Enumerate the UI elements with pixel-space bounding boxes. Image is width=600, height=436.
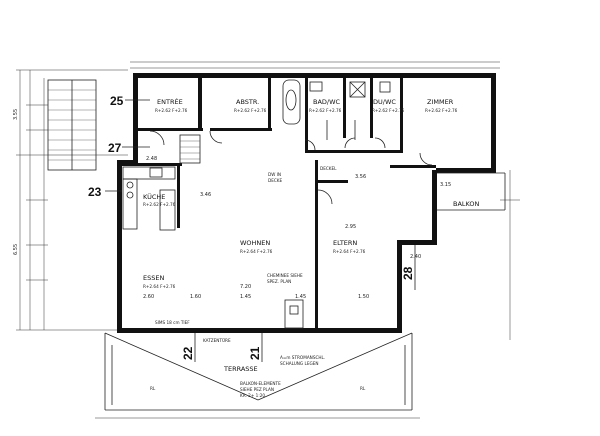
dim-346: 3.46 — [200, 192, 211, 198]
room-eltern-dims: R+2.64 F+2.76 — [333, 249, 366, 254]
note-rl-left: RL — [150, 386, 156, 391]
kitchen-counters — [122, 166, 176, 231]
room-entree-dims: R+2.62 F+2.76 — [155, 108, 188, 113]
dim-295: 2.95 — [345, 224, 356, 230]
room-wohnen-dims: R+2.64 F+2.76 — [240, 249, 273, 254]
dim-145a: 1.45 — [240, 294, 251, 300]
note-balkon-elemente-3: KR. 2+ 1:20 — [240, 393, 265, 398]
section-23-label: 23 — [88, 185, 102, 199]
left-stair-structure — [47, 79, 97, 171]
dim-356: 3.56 — [355, 174, 366, 180]
room-eltern-name: ELTERN — [333, 239, 357, 247]
room-du-wc-name: DU/WC — [373, 98, 396, 106]
section-21-label: 21 — [248, 346, 262, 360]
dim-left-top: 3.55 — [13, 109, 19, 120]
dim-150: 1.50 — [358, 294, 369, 300]
entry-stairs — [179, 134, 201, 164]
note-cheminee-1: CHEMINEE SIEHE — [267, 273, 303, 278]
room-essen-name: ESSEN — [143, 274, 164, 282]
room-entree-name: ENTRÉE — [157, 97, 183, 106]
note-dw-2: DECKE — [268, 178, 283, 183]
note-balkon-elemente-2: SIEHE PEZ PLAN — [240, 387, 274, 392]
room-balkon-name: BALKON — [453, 200, 480, 208]
room-kueche-dims: R+2.62 F+2.76 — [143, 202, 176, 207]
section-22-label: 22 — [181, 346, 195, 360]
note-rl-right: RL — [360, 386, 366, 391]
dim-145b: 1.45 — [295, 294, 306, 300]
note-sims: SIMS 18 cm TIEF — [155, 320, 190, 325]
note-balkon-elemente-1: BALKON-ELEMENTE — [240, 381, 281, 386]
room-bad-wc-dims: R+2.62 F+2.76 — [309, 108, 342, 113]
left-dimension-chain: 3.55 6.55 — [13, 69, 128, 331]
note-stromanschluss-2: SCHALUNG LEGEN — [280, 361, 319, 366]
door-swings — [149, 130, 433, 205]
note-dw-1: DW IN — [268, 172, 281, 177]
exterior-walls — [117, 73, 496, 333]
balkon-outline — [437, 172, 506, 211]
section-28-label: 28 — [401, 266, 415, 280]
note-stromanschluss-1: A=m STROMANSCHL. — [280, 355, 325, 360]
room-bad-wc-name: BAD/WC — [313, 98, 341, 106]
terrasse-outline — [95, 332, 420, 419]
room-abstr-name: ABSTR. — [236, 98, 259, 106]
room-zimmer-dims: R+2.62 F+2.76 — [425, 108, 458, 113]
note-cheminee-2: SPEZ. PLAN — [267, 279, 291, 284]
dim-315: 3.15 — [440, 182, 451, 188]
dim-720: 7.20 — [240, 284, 251, 290]
dim-240: 2.40 — [410, 254, 421, 260]
interior-walls — [122, 78, 436, 330]
dim-left-bottom: 6.55 — [13, 244, 19, 255]
dim-248: 2.48 — [146, 156, 157, 162]
note-deckel: DECKEL — [320, 166, 337, 171]
note-katzentuere: KATZENTÜRE — [203, 338, 231, 343]
room-wohnen-name: WOHNEN — [240, 239, 270, 247]
room-abstr-dims: R+2.62 F+2.76 — [234, 108, 267, 113]
section-25-label: 25 — [110, 94, 124, 108]
dim-160: 1.60 — [190, 294, 201, 300]
room-kueche-name: KÜCHE — [143, 192, 165, 201]
room-essen-dims: R+2.64 F+2.76 — [143, 284, 176, 289]
room-terrasse-name: TERRASSE — [223, 365, 258, 373]
sanitary-fixtures — [282, 79, 391, 125]
right-dimension-chain — [500, 170, 520, 340]
cheminee — [284, 299, 304, 329]
section-27-label: 27 — [108, 141, 122, 155]
top-dimension-chain — [130, 61, 500, 69]
room-zimmer-name: ZIMMER — [427, 98, 454, 106]
room-du-wc-dims: R+2.62 F+2.76 — [372, 108, 405, 113]
dim-260: 2.60 — [143, 294, 154, 300]
section-markers — [105, 99, 416, 362]
